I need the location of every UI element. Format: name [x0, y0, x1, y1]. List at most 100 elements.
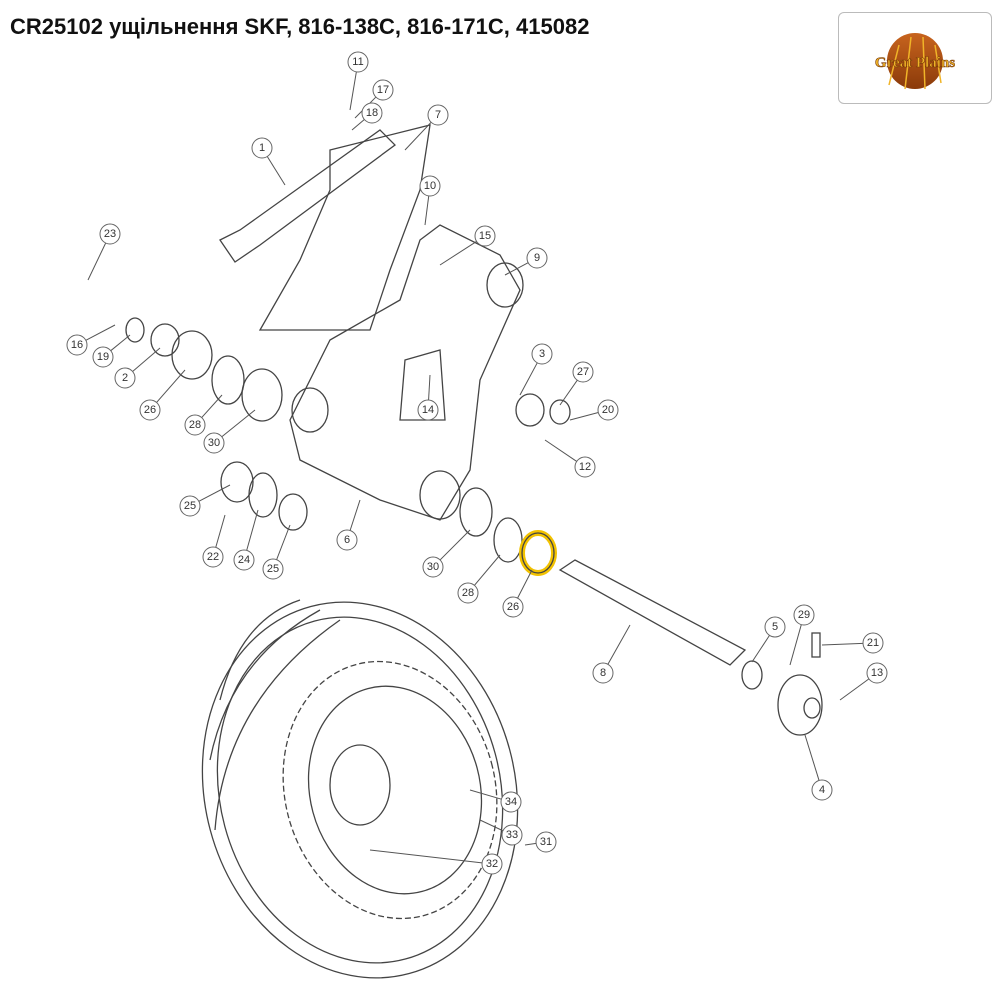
svg-text:6: 6 [344, 534, 350, 546]
leader-line [246, 509, 259, 551]
leader-line [424, 195, 430, 226]
callout-part-29: 29 [793, 604, 815, 626]
leader-line [517, 569, 533, 599]
leader-line [821, 642, 864, 646]
callout-part-7: 7 [427, 104, 449, 126]
callout-part-8: 8 [592, 662, 614, 684]
callout-part-16: 16 [66, 334, 88, 356]
svg-text:32: 32 [486, 858, 498, 870]
leader-line [439, 529, 471, 561]
callout-part-9: 9 [526, 247, 548, 269]
leader-line [504, 262, 529, 276]
callout-part-2: 2 [114, 367, 136, 389]
bracket-part-1 [219, 129, 396, 263]
callout-part-27: 27 [572, 361, 594, 383]
leader-line [156, 369, 186, 403]
svg-text:11: 11 [352, 56, 363, 68]
callout-part-6: 6 [336, 529, 358, 551]
wheel-assembly [201, 599, 519, 979]
callout-part-26: 26 [139, 399, 161, 421]
svg-text:27: 27 [577, 366, 589, 378]
callout-part-19: 19 [92, 346, 114, 368]
leader-line [110, 334, 131, 352]
svg-text:16: 16 [71, 339, 83, 351]
leader-line [349, 71, 357, 111]
callout-part-10: 10 [419, 175, 441, 197]
svg-text:26: 26 [507, 601, 519, 613]
leader-line [276, 524, 291, 560]
svg-text:23: 23 [104, 228, 116, 240]
svg-text:25: 25 [267, 563, 279, 575]
callout-part-26: 26 [502, 596, 524, 618]
svg-text:34: 34 [505, 796, 517, 808]
leader-line [404, 121, 432, 151]
callout-part-21: 21 [862, 632, 884, 654]
svg-text:30: 30 [427, 561, 439, 573]
svg-text:26: 26 [144, 404, 156, 416]
callout-part-4: 4 [811, 779, 833, 801]
svg-text:13: 13 [871, 667, 883, 679]
callout-part-18: 18 [361, 102, 383, 124]
svg-text:3: 3 [539, 348, 545, 360]
callout-part-11: 11 [347, 51, 369, 73]
callout-part-14: 14 [417, 399, 439, 421]
leader-line [751, 635, 770, 663]
svg-text:7: 7 [435, 109, 441, 121]
callout-part-1: 1 [251, 137, 273, 159]
callout-part-15: 15 [474, 225, 496, 247]
callout-part-25: 25 [179, 495, 201, 517]
callout-part-30: 30 [422, 556, 444, 578]
axle-part-8 [558, 559, 747, 666]
svg-text:17: 17 [377, 84, 389, 96]
leader-line [524, 842, 537, 846]
svg-text:20: 20 [602, 404, 614, 416]
leader-line [198, 484, 231, 502]
leader-line [132, 347, 161, 372]
svg-text:14: 14 [422, 404, 434, 416]
svg-text:18: 18 [366, 107, 378, 119]
callout-part-22: 22 [202, 546, 224, 568]
svg-text:5: 5 [772, 621, 778, 633]
svg-text:10: 10 [424, 180, 436, 192]
plate-part-7 [258, 124, 431, 331]
leader-line [569, 412, 599, 421]
callout-part-3: 3 [531, 343, 553, 365]
svg-text:28: 28 [189, 419, 201, 431]
leader-line [266, 156, 286, 186]
callout-part-32: 32 [481, 853, 503, 875]
leader-line [351, 119, 365, 131]
svg-text:22: 22 [207, 551, 219, 563]
callout-part-13: 13 [866, 662, 888, 684]
leader-line [559, 379, 578, 406]
callout-part-28: 28 [457, 582, 479, 604]
svg-text:24: 24 [238, 554, 250, 566]
leader-line [544, 439, 577, 462]
leader-line [804, 734, 820, 781]
svg-text:2: 2 [122, 372, 128, 384]
svg-text:1: 1 [259, 142, 265, 154]
leader-line [479, 819, 504, 832]
leader-line [469, 789, 502, 800]
callout-part-5: 5 [764, 616, 786, 638]
leader-line [519, 362, 538, 396]
leader-line [201, 394, 223, 418]
leader-line [839, 678, 870, 701]
callout-part-24: 24 [233, 549, 255, 571]
leader-line [85, 324, 116, 341]
svg-text:19: 19 [97, 351, 109, 363]
brand-logo: Great Plains [838, 12, 992, 104]
swing-arm-part-6 [289, 224, 521, 521]
leader-line [428, 374, 431, 401]
leader-line [369, 849, 483, 864]
svg-text:25: 25 [184, 500, 196, 512]
callout-part-25: 25 [262, 558, 284, 580]
leader-line [789, 624, 802, 666]
callout-part-17: 17 [372, 79, 394, 101]
svg-text:30: 30 [208, 437, 220, 449]
callout-part-23: 23 [99, 223, 121, 245]
callout-part-20: 20 [597, 399, 619, 421]
page-title: CR25102 ущільнення SKF, 816-138C, 816-17… [10, 14, 590, 39]
leader-line [474, 554, 501, 586]
callout-part-12: 12 [574, 456, 596, 478]
